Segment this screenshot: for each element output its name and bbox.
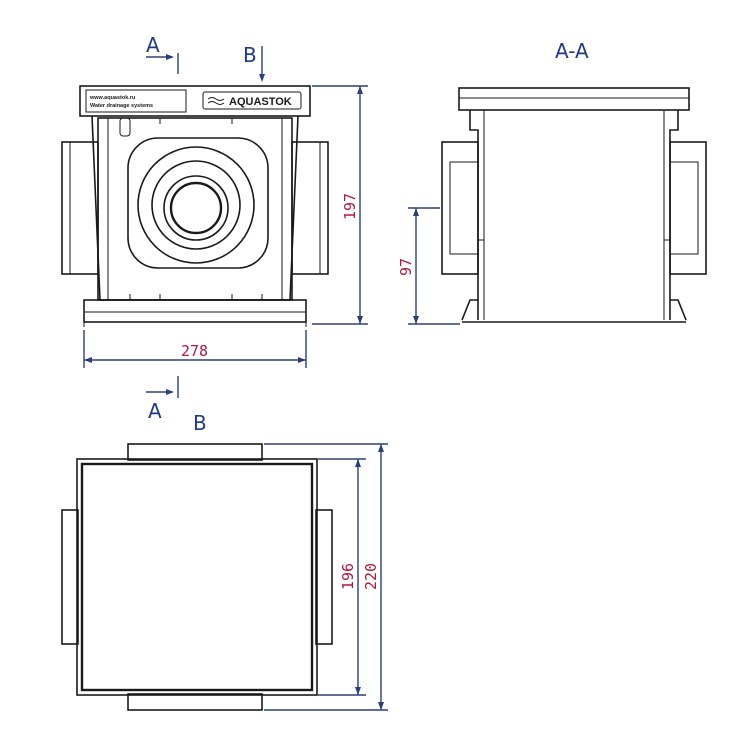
section-marker-a-bottom: A xyxy=(148,399,162,423)
top-view-title: B xyxy=(193,411,207,435)
section-marker-b-top: B xyxy=(243,43,257,67)
front-view: www.aquastok.ru Water drainage systems A… xyxy=(61,85,329,327)
top-outer-dimension-label: 220 xyxy=(362,563,380,590)
section-height-dimension-label: 97 xyxy=(397,258,415,276)
section-view-title: A-A xyxy=(555,39,589,63)
brand-name: AQUASTOK xyxy=(229,96,292,108)
section-view-dimensions: 97 xyxy=(397,207,460,325)
top-view xyxy=(61,443,333,711)
section-view xyxy=(441,87,707,323)
section-marker-a-top: A xyxy=(146,33,160,57)
width-dimension-label: 278 xyxy=(181,342,208,360)
top-view-dimensions: 196 220 xyxy=(264,443,388,711)
tagline-text: Water drainage systems xyxy=(90,103,153,109)
section-markers: A B A xyxy=(146,33,265,423)
height-dimension-label: 197 xyxy=(341,193,359,220)
wave-logo-icon xyxy=(207,97,225,105)
front-view-dimensions: 278 197 xyxy=(83,85,368,368)
top-inner-dimension-label: 196 xyxy=(339,563,357,590)
website-text: www.aquastok.ru xyxy=(89,95,135,101)
